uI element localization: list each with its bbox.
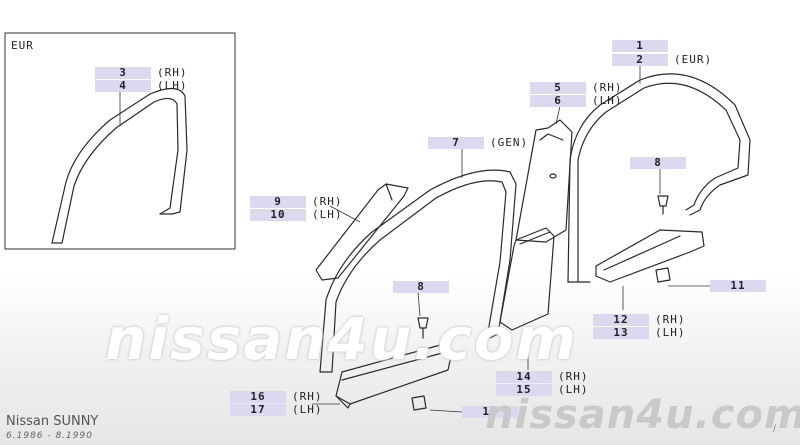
- part-side: (GEN): [490, 136, 529, 149]
- callout-11-upper: 11: [710, 280, 766, 292]
- part-number: 11: [462, 406, 518, 418]
- part-number: 8: [393, 281, 449, 293]
- callout-14: 14 (RH): [496, 370, 589, 383]
- callout-12: 12 (RH): [593, 313, 686, 326]
- callout-2: 2 (EUR): [612, 53, 712, 66]
- part-number: 16: [230, 390, 286, 403]
- part-number: 10: [250, 208, 306, 221]
- front-weatherstrip-inner: [331, 180, 507, 373]
- part-side: (LH): [312, 208, 343, 221]
- eur-inset-frame: [4, 32, 236, 250]
- callout-4: 4 (LH): [95, 79, 188, 92]
- part-side: (LH): [655, 326, 686, 339]
- part-side: (RH): [592, 81, 623, 94]
- a-pillar-trim: [315, 183, 409, 281]
- callout-13: 13 (LH): [593, 326, 686, 339]
- callout-8-lower: 8: [393, 281, 449, 293]
- part-side: (RH): [157, 66, 188, 79]
- part-number: 5: [530, 81, 586, 94]
- part-side: (LH): [592, 94, 623, 107]
- part-number: 7: [428, 136, 484, 149]
- callout-10: 10 (LH): [250, 208, 343, 221]
- inset-weatherstrip-inner: [61, 97, 179, 244]
- rear-kick-plate: [595, 229, 705, 283]
- callout-17: 17 (LH): [230, 403, 323, 416]
- front-weatherstrip-outer: [319, 169, 517, 373]
- inset-label: EUR: [11, 39, 34, 52]
- part-side: (EUR): [674, 53, 713, 66]
- date-range: 6.1986 - 8.1990: [6, 431, 93, 441]
- part-side: (RH): [292, 390, 323, 403]
- part-side: (LH): [558, 383, 589, 396]
- part-number: 13: [593, 326, 649, 339]
- callout-9: 9 (RH): [250, 195, 343, 208]
- part-side: (LH): [157, 79, 188, 92]
- part-number: 17: [230, 403, 286, 416]
- part-side: (RH): [655, 313, 686, 326]
- part-number: 15: [496, 383, 552, 396]
- part-number: 9: [250, 195, 306, 208]
- screw-lower: [417, 317, 429, 339]
- b-pillar-upper-trim: [515, 119, 573, 243]
- clip-upper: [655, 267, 671, 283]
- model-title: Nissan SUNNY: [6, 414, 99, 429]
- inset-weatherstrip-outer: [51, 87, 188, 244]
- door-weatherstrip-outer: [567, 73, 751, 283]
- part-number: 4: [95, 79, 151, 92]
- watermark-corner: nissan4u.com: [485, 392, 800, 438]
- part-number: 14: [496, 370, 552, 383]
- part-side: (LH): [292, 403, 323, 416]
- part-side: (RH): [558, 370, 589, 383]
- callout-3: 3 (RH): [95, 66, 188, 79]
- part-number: 6: [530, 94, 586, 107]
- part-number: 2: [612, 53, 668, 66]
- callout-6: 6 (LH): [530, 94, 623, 107]
- door-weatherstrip-inner: [577, 82, 741, 283]
- callout-5: 5 (RH): [530, 81, 623, 94]
- b-pillar-lower-trim: [499, 227, 555, 331]
- screw-upper: [657, 195, 669, 215]
- part-number: 12: [593, 313, 649, 326]
- callout-16: 16 (RH): [230, 390, 323, 403]
- corner-mark: /: [773, 424, 777, 434]
- callout-11-lower: 11: [462, 406, 518, 418]
- callout-7: 7 (GEN): [428, 136, 528, 149]
- part-number: 1: [612, 40, 668, 52]
- callout-8-upper: 8: [630, 157, 686, 169]
- clip-lower: [411, 395, 427, 411]
- part-number: 3: [95, 66, 151, 79]
- callout-1: 1: [612, 40, 674, 52]
- part-number: 11: [710, 280, 766, 292]
- watermark-main: nissan4u.com: [105, 305, 578, 373]
- part-number: 8: [630, 157, 686, 169]
- callout-15: 15 (LH): [496, 383, 589, 396]
- part-side: (RH): [312, 195, 343, 208]
